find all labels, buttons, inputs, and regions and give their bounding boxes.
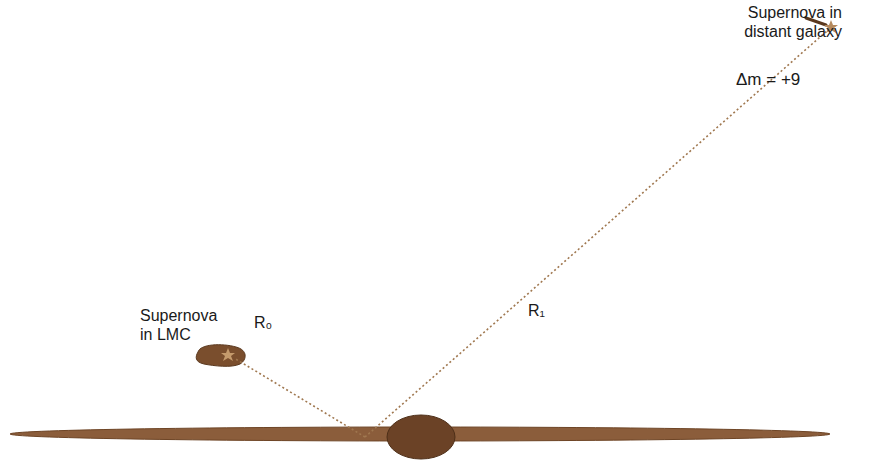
distance-label: R₀	[254, 313, 284, 332]
magnitude-label: Δm = +9	[736, 70, 826, 90]
distance-line-r1	[365, 30, 828, 437]
lmc-galaxy	[196, 345, 245, 367]
galaxy-bulge	[387, 415, 455, 459]
supernova-label: Supernova in LMC	[140, 306, 230, 344]
supernova-label: Supernova in distant galaxy	[708, 3, 842, 41]
distance-label: R₁	[528, 301, 558, 320]
lmc-supernova-star	[221, 348, 235, 361]
distance-line-r0	[234, 358, 365, 437]
